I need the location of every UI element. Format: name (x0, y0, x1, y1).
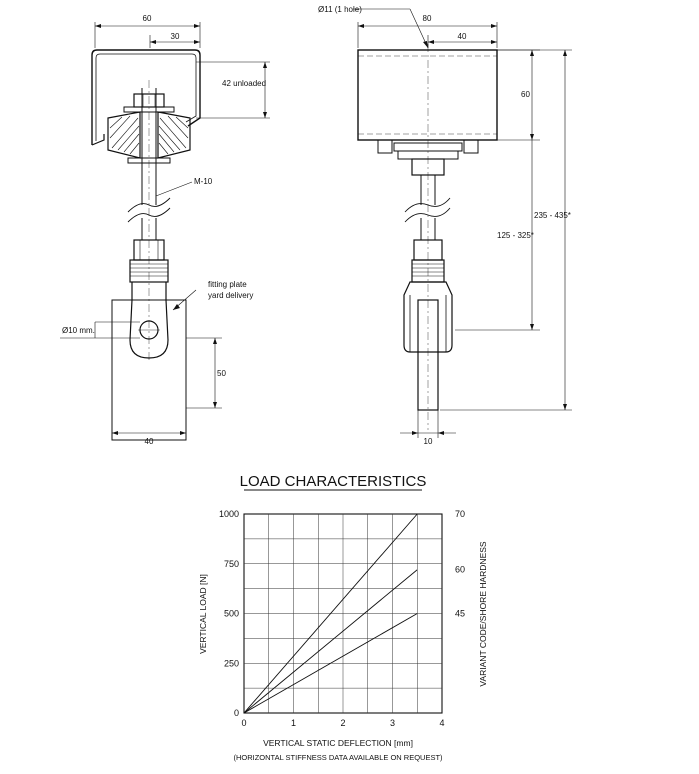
series-label-45: 45 (455, 609, 465, 619)
dim-plate-height: 50 (217, 369, 226, 378)
dim-plate-width: 40 (145, 437, 154, 446)
series-label-60: 60 (455, 565, 465, 575)
dim-unloaded: 42 unloaded (222, 79, 266, 88)
left-view (60, 22, 270, 441)
dim-half-width-right: 40 (458, 32, 467, 41)
dim-height-right: 60 (521, 90, 530, 99)
load-characteristics-chart: LOAD CHARACTERISTICS 0 1 2 3 4 0 250 500 750 1000… (198, 473, 488, 762)
x-tick-label: 2 (340, 718, 345, 728)
dim-plate-thickness: 10 (424, 437, 433, 446)
y-tick-label: 1000 (219, 509, 239, 519)
dim-top-width-right: 80 (423, 14, 432, 23)
dim-overall: 235 - 435* (534, 211, 571, 220)
series-line-70 (243, 513, 418, 714)
x-tick-label: 4 (439, 718, 444, 728)
chart-title: LOAD CHARACTERISTICS (240, 473, 427, 490)
dim-top-width: 60 (143, 14, 152, 23)
series-line-45 (243, 613, 418, 714)
label-hole: Ø10 mm. (62, 326, 95, 335)
y-tick-label: 0 (234, 708, 239, 718)
series-line-60 (243, 569, 418, 714)
label-hole-right: Ø11 (1 hole) (318, 5, 362, 14)
chart-ylabel: VERTICAL LOAD [N] (198, 574, 208, 654)
label-fitting-line1: fitting plate (208, 280, 247, 289)
dim-half-width: 30 (171, 32, 180, 41)
series-label-70: 70 (455, 509, 465, 519)
chart-xlabel-note: (HORIZONTAL STIFFNESS DATA AVAILABLE ON … (233, 753, 443, 762)
y-tick-label: 750 (224, 559, 239, 569)
x-tick-label: 3 (390, 718, 395, 728)
chart-xlabel: VERTICAL STATIC DEFLECTION [mm] (263, 738, 413, 748)
y-tick-label: 250 (224, 658, 239, 668)
chart-grid (243, 513, 443, 714)
right-view (353, 8, 572, 438)
chart-y2label: VARIANT CODE/SHORE HARDNESS (478, 541, 488, 686)
x-tick-label: 0 (241, 718, 246, 728)
dim-rod: 125 - 325* (497, 231, 534, 240)
x-tick-label: 1 (291, 718, 296, 728)
label-thread: M-10 (194, 177, 213, 186)
label-fitting-line2: yard delivery (208, 291, 253, 300)
chart-series-lines (243, 513, 418, 714)
y-tick-label: 500 (224, 609, 239, 619)
chart-ticks: 0 1 2 3 4 0 250 500 750 1000 70 60 45 (219, 509, 465, 728)
